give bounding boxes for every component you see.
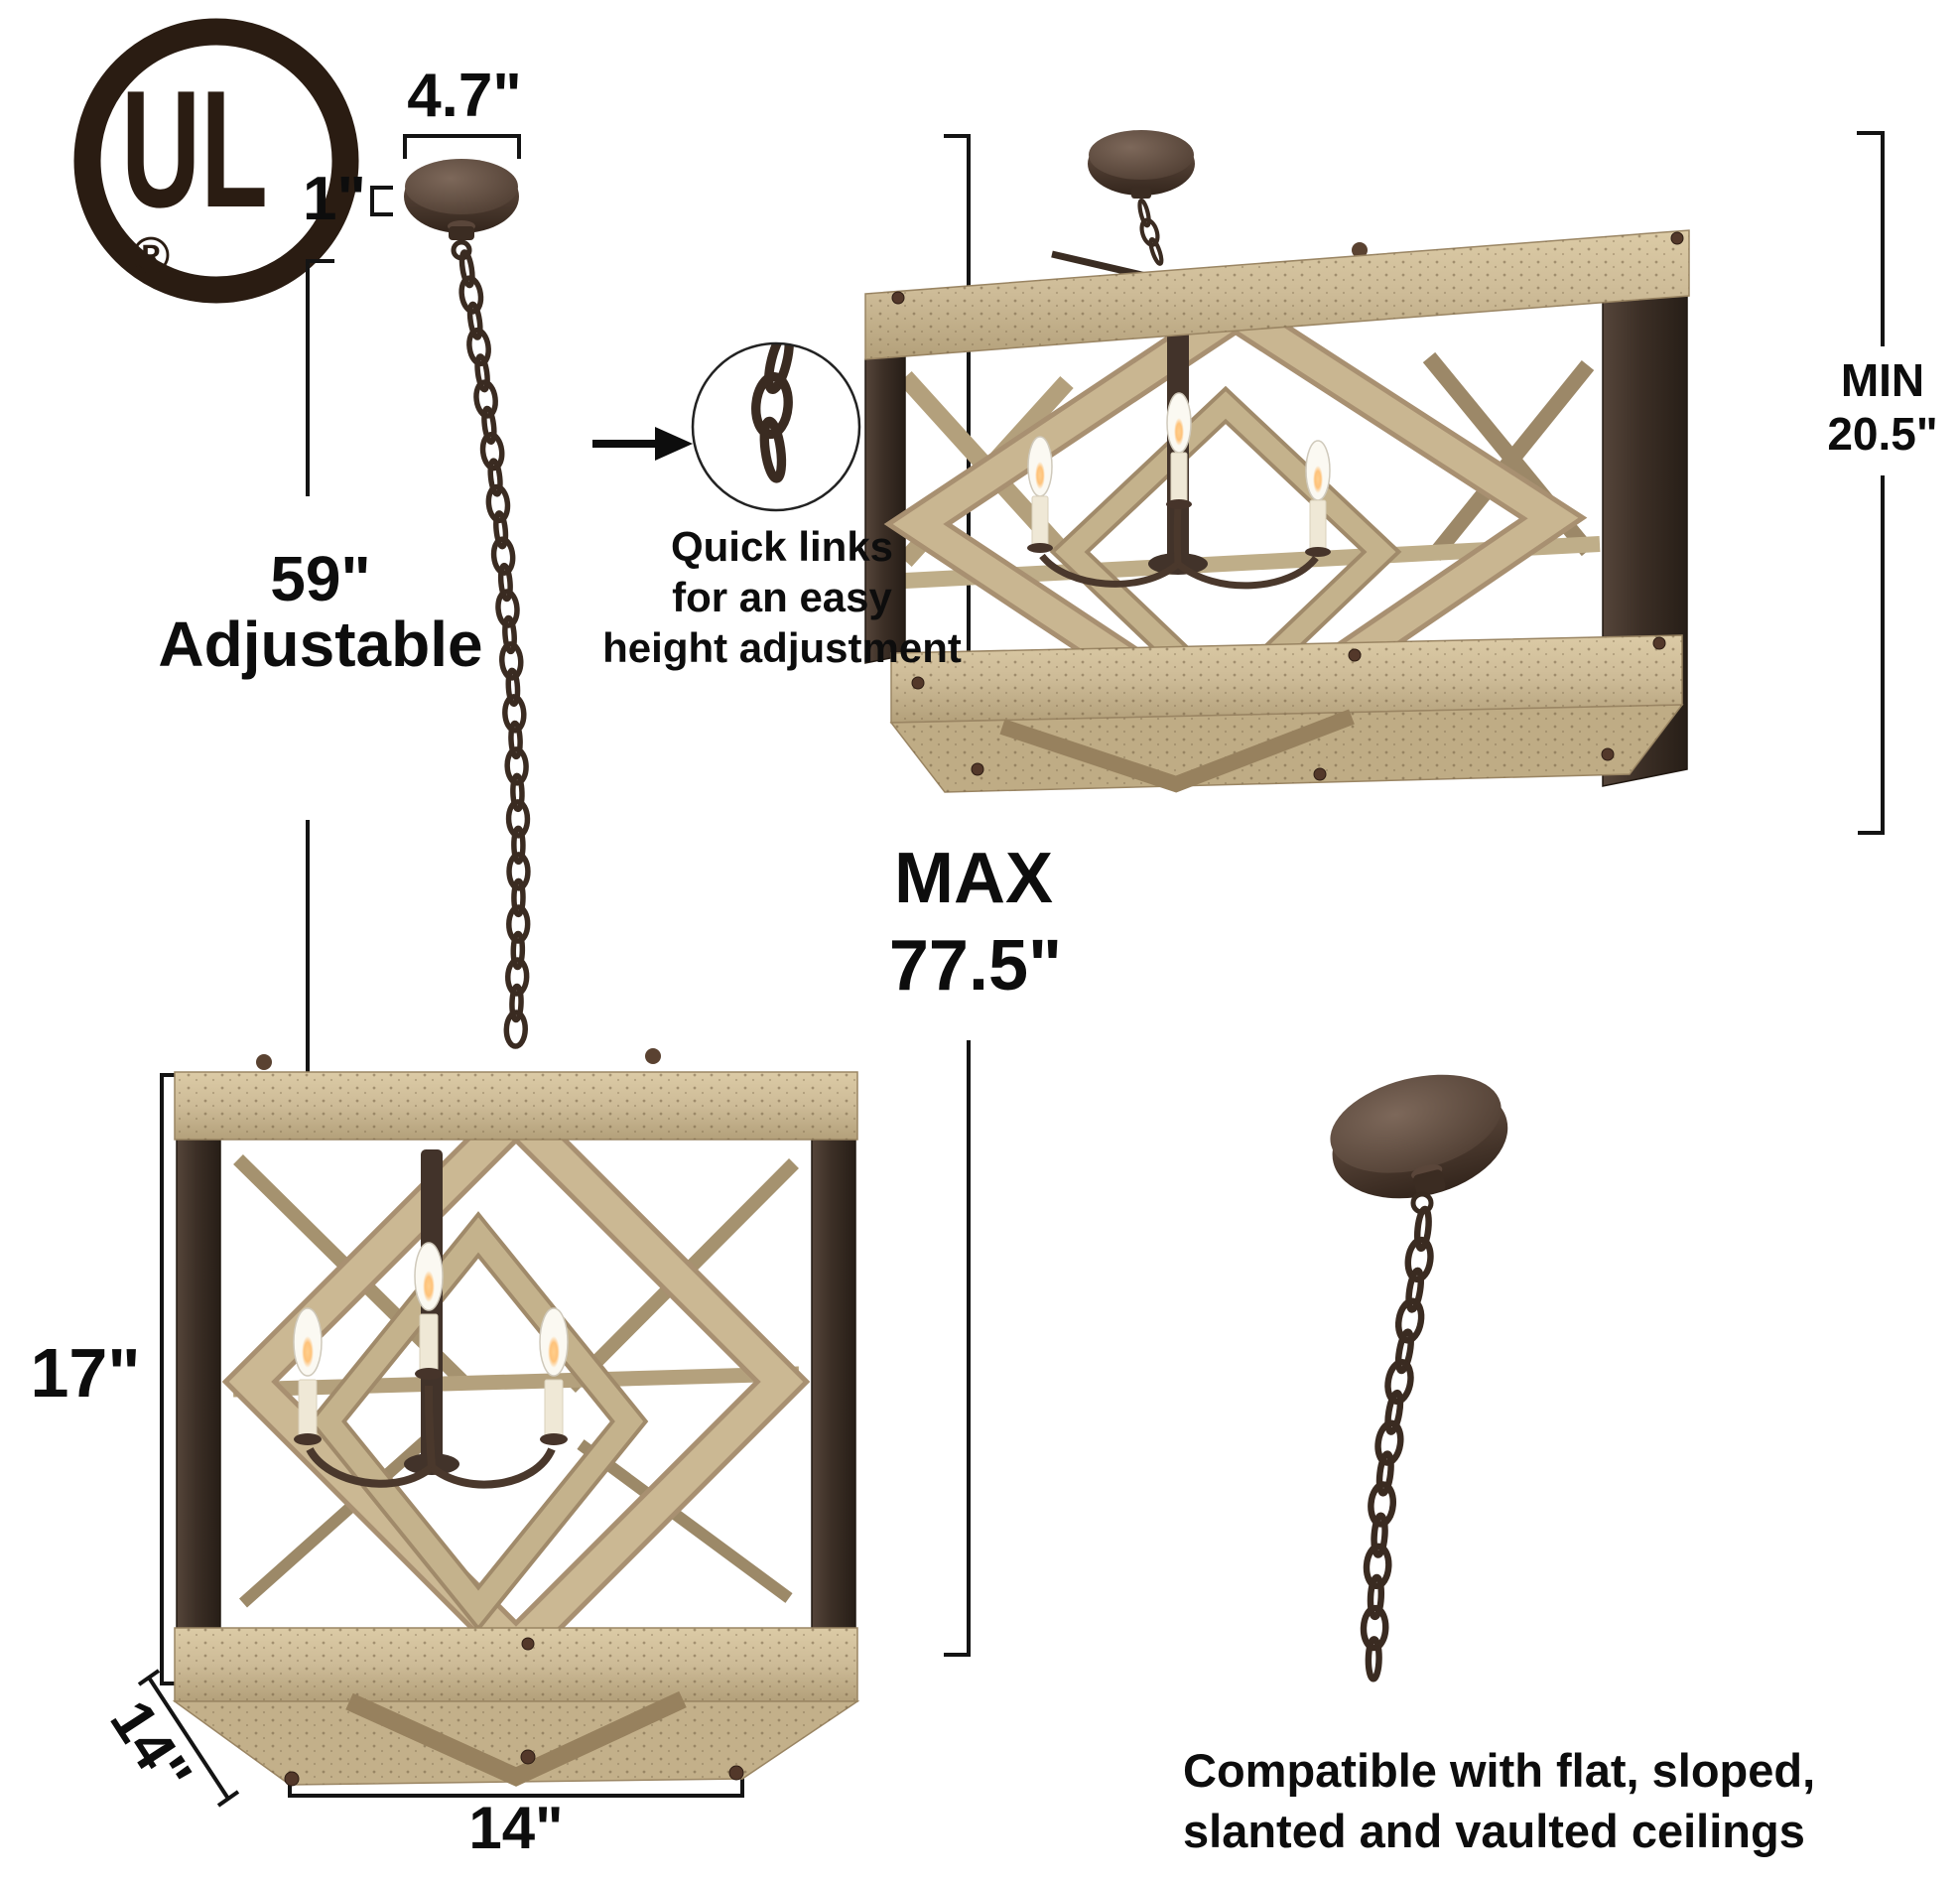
dim-line-fixture-depth bbox=[137, 1669, 240, 1808]
quick-links-detail bbox=[691, 341, 861, 512]
dim-max-label: MAX bbox=[894, 839, 1053, 918]
dim-canopy-height-label: 1" bbox=[303, 165, 366, 233]
dim-canopy-width-label: 4.7" bbox=[407, 62, 522, 130]
magnifier-circle-icon bbox=[691, 341, 861, 512]
ul-logo-letter-u: UL bbox=[121, 57, 268, 243]
registered-trademark-icon: ® bbox=[132, 227, 170, 285]
dim-min-label: MIN bbox=[1840, 354, 1925, 406]
dim-chain-note-label: Adjustable bbox=[158, 608, 483, 680]
footer-note-line1: Compatible with flat, sloped, bbox=[1183, 1744, 1816, 1797]
ul-logo-ring bbox=[73, 18, 359, 304]
dim-fixture-height-label: 17" bbox=[30, 1334, 141, 1412]
dim-fixture-width-label: 14" bbox=[468, 1795, 564, 1861]
canopy-angled-view bbox=[1330, 1074, 1508, 1683]
dim-line-canopy-width bbox=[403, 134, 521, 159]
arrow-icon bbox=[592, 427, 693, 461]
pendant-fixture-angled-view bbox=[864, 130, 1690, 793]
callout-line2: for an easy bbox=[672, 574, 892, 620]
hanging-chain bbox=[458, 249, 531, 1049]
callout-line3: height adjustment bbox=[602, 624, 962, 671]
pendant-canopy-top bbox=[404, 159, 519, 261]
dim-min-value-label: 20.5" bbox=[1827, 408, 1938, 460]
dim-max-value-label: 77.5" bbox=[888, 926, 1063, 1006]
dim-line-min-height bbox=[1857, 131, 1885, 835]
candle-bulbs-angled bbox=[1027, 392, 1331, 557]
footer-note-line2: slanted and vaulted ceilings bbox=[1183, 1805, 1805, 1857]
dim-chain-length-label: 59" bbox=[270, 543, 371, 614]
ul-certification-logo: UL ® bbox=[73, 18, 359, 304]
quick-links-chain-closeup bbox=[751, 343, 794, 483]
pendant-fixture-front-view bbox=[172, 1048, 860, 1787]
candle-bulbs-front bbox=[293, 1242, 569, 1445]
dim-line-canopy-height bbox=[370, 186, 393, 216]
callout-line1: Quick links bbox=[670, 523, 894, 570]
